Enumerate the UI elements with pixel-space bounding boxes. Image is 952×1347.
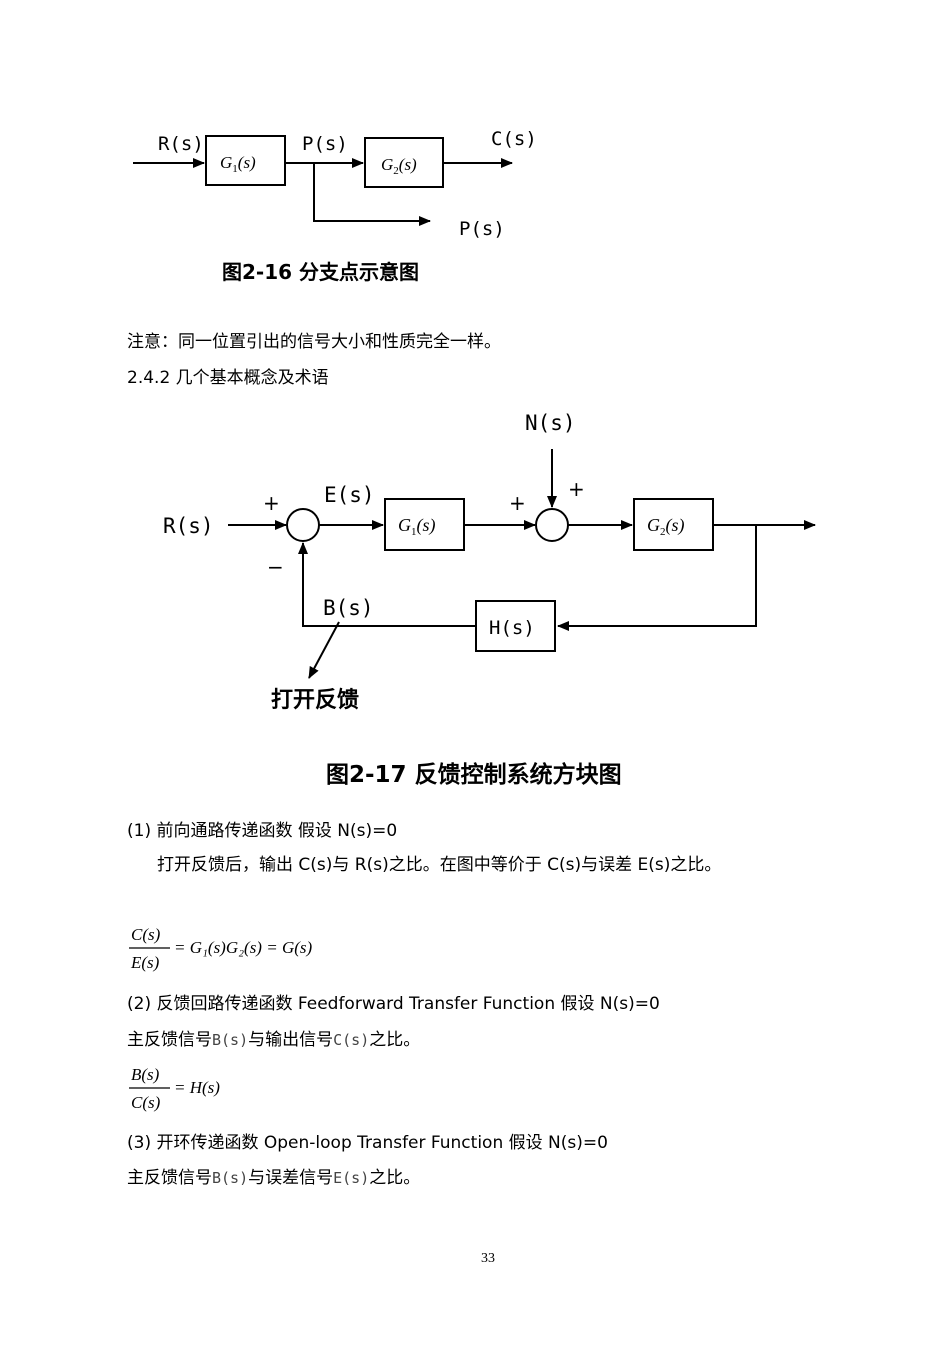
- item-2-desc-part: 主反馈信号: [127, 1030, 212, 1050]
- note-text: 注意：同一位置引出的信号大小和性质完全一样。: [127, 332, 501, 352]
- item-3-desc-part: 主反馈信号: [127, 1168, 212, 1188]
- fig16-branch-out-label: P(s): [459, 218, 505, 240]
- page-number: 33: [481, 1251, 495, 1266]
- fig17-open-feedback-label: 打开反馈: [271, 687, 359, 713]
- fig17-feedback-signal-label: B(s): [323, 596, 374, 620]
- eq1-denominator: E(s): [131, 953, 160, 972]
- item-2-title: (2) 反馈回路传递函数 Feedforward Transfer Functi…: [127, 994, 660, 1014]
- item-1-description: 打开反馈后，输出 C(s)与 R(s)之比。在图中等价于 C(s)与误差 E(s…: [157, 855, 722, 875]
- item-1-title: (1) 前向通路传递函数 假设 N(s)=0: [127, 821, 398, 841]
- fig17-feedback-in-arrow: [557, 525, 757, 631]
- fig17-block-g1: [384, 498, 465, 551]
- fig17-summing-junction-2: [535, 508, 569, 542]
- fig17-g2-label: G2(s): [647, 515, 685, 538]
- fig16-block-g1: [205, 135, 286, 186]
- fig16-branch-arrow: [313, 163, 431, 226]
- fig17-disturbance-label: N(s): [525, 411, 576, 435]
- fig17-error-label: E(s): [324, 483, 375, 507]
- item-3-desc-signal-b: B(s): [212, 1169, 249, 1187]
- fig17-caption: 图2-17 反馈控制系统方块图: [326, 762, 622, 788]
- fig17-plus-sign-3: +: [568, 477, 585, 501]
- item-2-description: 主反馈信号B(s)与输出信号C(s)之比。: [127, 1030, 420, 1050]
- eq2-numerator: B(s): [131, 1065, 160, 1084]
- item-2-desc-signal-b: B(s): [212, 1031, 249, 1049]
- eq2-rhs: = H(s): [174, 1078, 220, 1097]
- fig17-block-h: [475, 600, 556, 652]
- fig17-minus-sign: −: [267, 555, 284, 579]
- fig16-caption: 图2-16 分支点示意图: [222, 260, 420, 284]
- section-heading: 2.4.2 几个基本概念及术语: [127, 368, 329, 388]
- fig16-g1-label: G1(s): [220, 153, 256, 175]
- fig17-feedback-return-arrow: [298, 542, 476, 627]
- fig17-g1-label: G1(s): [398, 515, 436, 538]
- eq1-numerator: C(s): [131, 925, 161, 944]
- fig17-plus-sign-2: +: [509, 491, 526, 515]
- figure-2-17: N(s) R(s) E(s) + − + + B(s) H(s) 打开反馈 G1…: [163, 411, 816, 713]
- fig16-input-label: R(s): [158, 133, 204, 155]
- fig17-open-feedback-arrow: [308, 621, 340, 679]
- item-2-desc-signal-c: C(s): [333, 1031, 370, 1049]
- fig16-branch-top-label: P(s): [302, 133, 348, 155]
- item-3-description: 主反馈信号B(s)与误差信号E(s)之比。: [127, 1168, 420, 1188]
- fig17-h-label: H(s): [489, 617, 535, 639]
- fig17-summing-junction-1: [286, 508, 320, 542]
- item-2-desc-part: 与输出信号: [248, 1030, 334, 1050]
- eq2-denominator: C(s): [131, 1093, 161, 1112]
- eq1-rhs: = G₁(s)G₂(s) = G(s): [174, 938, 313, 957]
- item-3-desc-part: 之比。: [369, 1168, 421, 1188]
- figure-2-16: R(s) P(s) C(s) P(s) G1(s) G2(s): [133, 128, 537, 240]
- fig17-block-g2: [633, 498, 714, 551]
- item-3-desc-signal-e: E(s): [333, 1169, 370, 1187]
- item-2-desc-part: 之比。: [369, 1030, 421, 1050]
- item-3-desc-part: 与误差信号: [248, 1168, 334, 1188]
- fig17-plus-sign-1: +: [263, 491, 280, 515]
- item-3-title: (3) 开环传递函数 Open-loop Transfer Function 假…: [127, 1133, 608, 1153]
- fig16-output-label: C(s): [491, 128, 537, 150]
- fig17-input-label: R(s): [163, 514, 214, 538]
- fig16-g2-label: G2(s): [381, 155, 417, 177]
